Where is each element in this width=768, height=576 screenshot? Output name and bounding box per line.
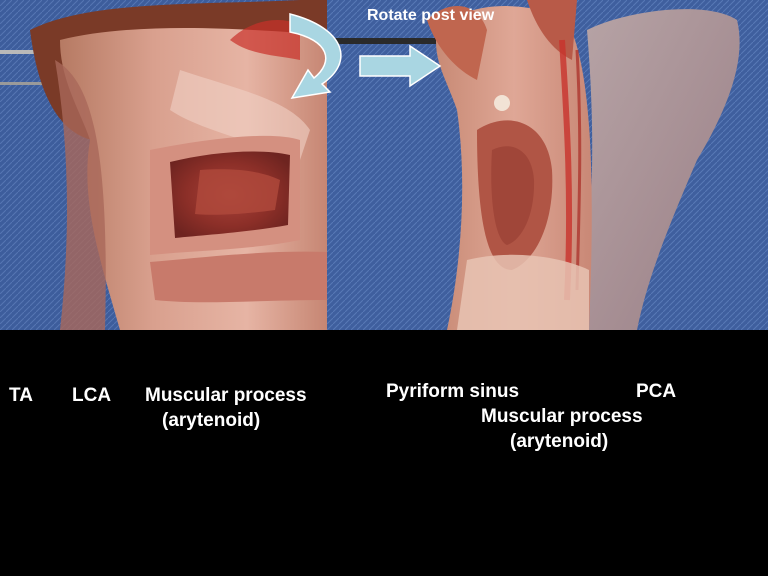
right-specimen-image — [327, 0, 768, 330]
label-ta: TA — [9, 385, 33, 406]
label-pca: PCA — [636, 381, 677, 402]
right-specimen-photo — [327, 0, 768, 330]
label-lca: LCA — [72, 385, 112, 406]
left-specimen-photo — [0, 0, 327, 330]
rotate-post-view-label: Rotate post view — [367, 7, 495, 24]
label-muscular-process-left: Muscular process — [145, 385, 307, 406]
label-arytenoid-left: (arytenoid) — [162, 410, 261, 431]
label-muscular-process-right: Muscular process — [481, 406, 643, 427]
left-specimen-image — [0, 0, 327, 330]
label-pyriform-sinus: Pyriform sinus — [386, 381, 520, 402]
label-arytenoid-right: (arytenoid) — [510, 431, 609, 452]
